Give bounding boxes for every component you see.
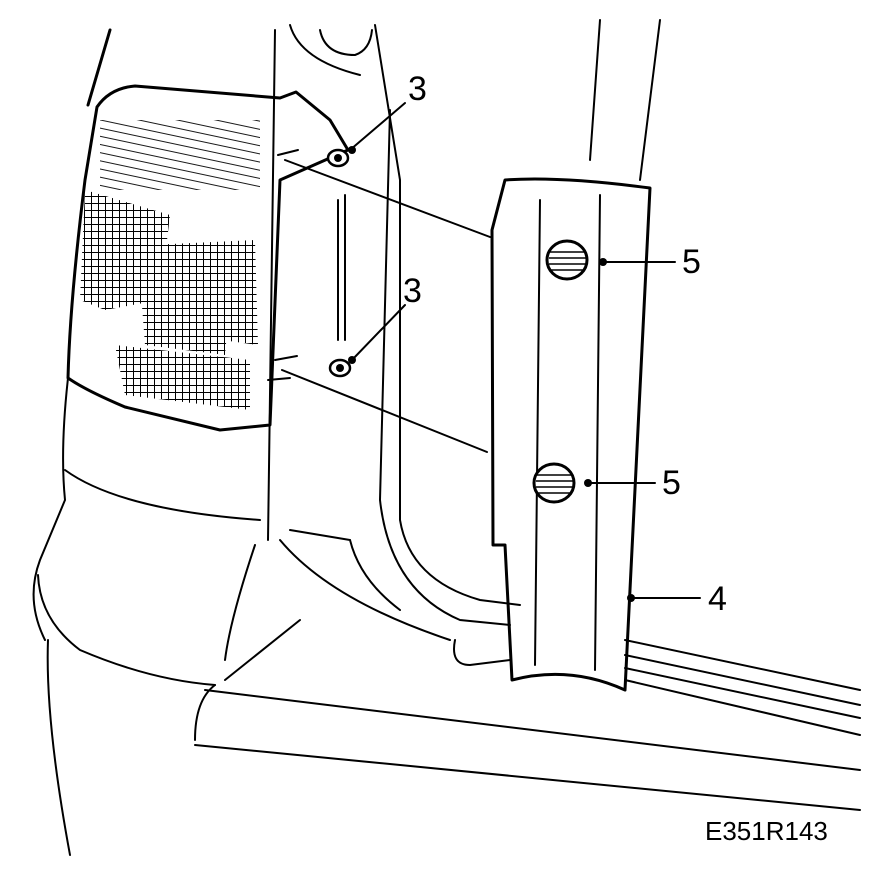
callout-5-lower: 5 — [662, 464, 681, 502]
callout-3-upper: 3 — [408, 70, 427, 108]
figure-code: E351R143 — [705, 816, 828, 846]
fastener-upper — [545, 239, 589, 281]
clip-lower — [328, 358, 352, 378]
callout-leaders — [348, 102, 701, 602]
callout-5-upper: 5 — [682, 243, 701, 281]
assembly-lines — [267, 149, 491, 453]
clip-upper — [326, 148, 350, 168]
fastener-lower — [532, 462, 576, 504]
tail-lamp — [66, 84, 350, 432]
lamp-lens-grid — [80, 190, 258, 410]
lamp-lens-stripes — [100, 120, 260, 190]
callout-4: 4 — [708, 580, 727, 618]
door-pillar — [267, 19, 861, 736]
trim-panel — [490, 177, 652, 692]
callout-3-lower: 3 — [403, 272, 422, 310]
car-body-outline — [32, 28, 861, 856]
